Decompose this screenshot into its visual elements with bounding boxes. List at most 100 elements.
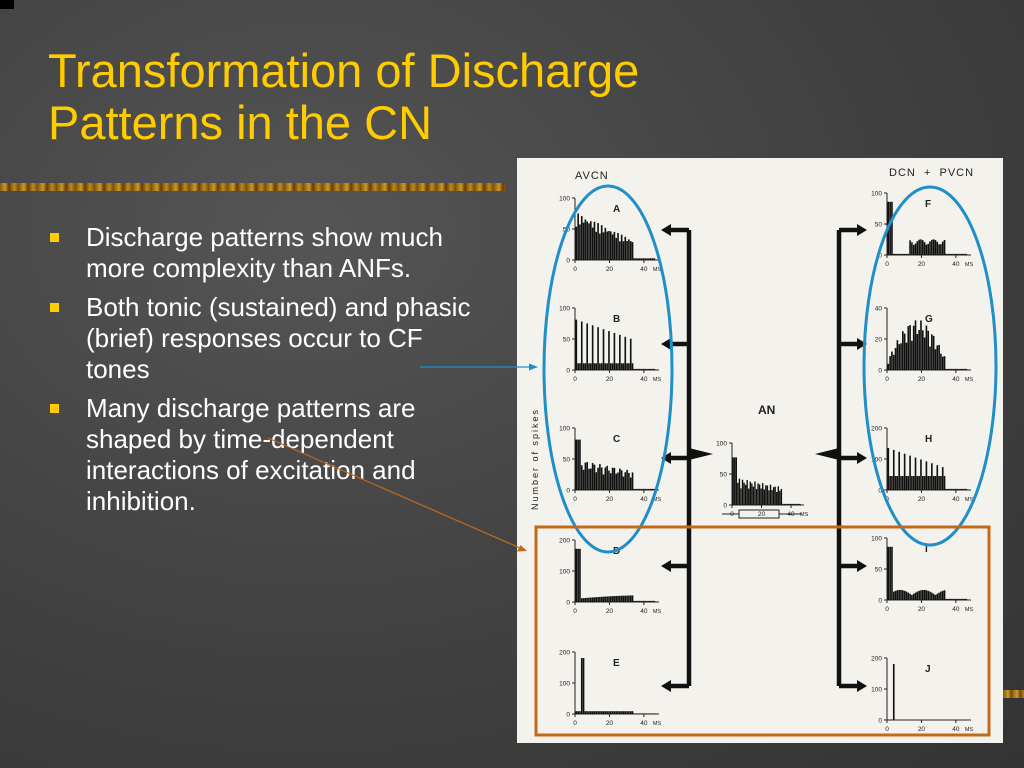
histogram-bar [626, 363, 628, 370]
x-tick-label: 20 [918, 376, 926, 383]
histogram-bar [774, 486, 776, 505]
histogram-bar [896, 590, 899, 600]
x-tick-label: 40 [640, 720, 648, 727]
histogram-bar [950, 368, 953, 370]
histogram-bar [579, 224, 581, 260]
histogram-bar [644, 600, 647, 602]
histogram-bar [588, 223, 590, 260]
x-unit-label: MS [965, 377, 974, 383]
histogram-bar [653, 368, 656, 370]
histogram-bar [940, 591, 942, 600]
histogram-bar [624, 711, 627, 714]
histogram-bar [903, 333, 906, 370]
histogram-bar [611, 711, 614, 714]
histogram-bar [960, 488, 962, 490]
histogram-bar [580, 598, 583, 602]
histogram-bar [932, 335, 935, 370]
histogram-bar [611, 363, 614, 370]
histogram-bar [898, 253, 901, 255]
histogram-bar [637, 713, 639, 714]
histogram-bar [896, 340, 899, 370]
histogram-bar [902, 590, 904, 600]
right-bracket-point [815, 448, 839, 460]
histogram-bar [579, 363, 581, 370]
histogram-bar [918, 239, 920, 255]
histogram-bar [914, 320, 917, 370]
y-tick-label: 200 [871, 656, 882, 663]
histogram-bar [949, 598, 951, 600]
histogram-bar [902, 331, 904, 370]
x-tick-label: 20 [918, 726, 926, 733]
histogram-bar [785, 503, 787, 505]
histogram-bar [889, 476, 891, 490]
histogram-bar [635, 488, 637, 490]
histogram-bar [796, 503, 798, 505]
histogram-bar [584, 711, 587, 714]
histogram-bar [772, 487, 775, 505]
histogram-bar [945, 598, 948, 600]
histogram-bar [638, 368, 641, 370]
histogram-bar [651, 488, 654, 490]
histogram-bar [602, 596, 605, 602]
x-tick-label: 20 [606, 376, 614, 383]
histogram-bar [952, 598, 955, 600]
histogram-bar [653, 713, 656, 714]
histogram-bar [582, 658, 585, 714]
title-divider [0, 183, 505, 191]
histogram-bar [920, 590, 922, 600]
histogram-bar [734, 457, 736, 505]
connector-brackets [661, 224, 867, 692]
x-unit-label: MS [653, 267, 662, 273]
histogram-bar [776, 491, 778, 505]
arrowhead-left-icon [661, 680, 671, 692]
histogram-bar [751, 483, 753, 505]
histogram-bar [943, 356, 946, 370]
histogram-bar [952, 253, 955, 255]
x-tick-label: 20 [918, 261, 926, 268]
histogram-bar [923, 476, 926, 490]
histogram-bar [609, 473, 612, 490]
histogram-bar [938, 344, 940, 370]
histogram-bar [633, 488, 636, 490]
histogram-bar [619, 468, 621, 490]
panel-letter: I [925, 544, 928, 555]
histogram-bar [590, 468, 592, 490]
histogram-bar [579, 711, 581, 714]
histogram-bar [911, 340, 913, 370]
histogram-bar [653, 488, 656, 490]
histogram-bar [958, 253, 960, 255]
histogram-bar [646, 368, 648, 370]
histogram-bar [925, 590, 928, 600]
psth-figure-svg: AVCN DCN + PVCN AN Number of spikes 1005… [530, 167, 974, 733]
histogram-bar [591, 325, 594, 370]
slide-title-line-1: Transformation of Discharge [48, 44, 640, 98]
histogram-bar [642, 488, 645, 490]
arrowhead-right-icon [857, 224, 867, 236]
histogram-bar [575, 548, 578, 602]
histogram-bar [613, 467, 616, 490]
histogram-bar [584, 462, 587, 490]
histogram-bar [608, 231, 610, 260]
x-tick-label: 0 [573, 608, 577, 615]
histogram-bar [752, 486, 755, 505]
histogram-bar [642, 258, 645, 260]
bullet-square-icon [50, 303, 59, 312]
histogram-bar [956, 598, 959, 600]
histogram-bar [638, 713, 641, 714]
histogram-bar [950, 598, 953, 600]
histogram-bar [732, 457, 734, 505]
histogram-bar [635, 713, 637, 714]
histogram-bar [954, 253, 957, 255]
y-tick-label: 50 [563, 457, 571, 464]
panel-letter: E [613, 658, 620, 669]
x-tick-label: 20 [758, 511, 766, 518]
y-tick-label: 0 [878, 253, 882, 260]
histogram-bar [738, 478, 741, 505]
histogram-bar [597, 467, 599, 490]
histogram-bar [575, 439, 578, 490]
y-tick-label: 0 [878, 368, 882, 375]
histogram-bar [892, 664, 895, 720]
histogram-bar [900, 476, 902, 490]
